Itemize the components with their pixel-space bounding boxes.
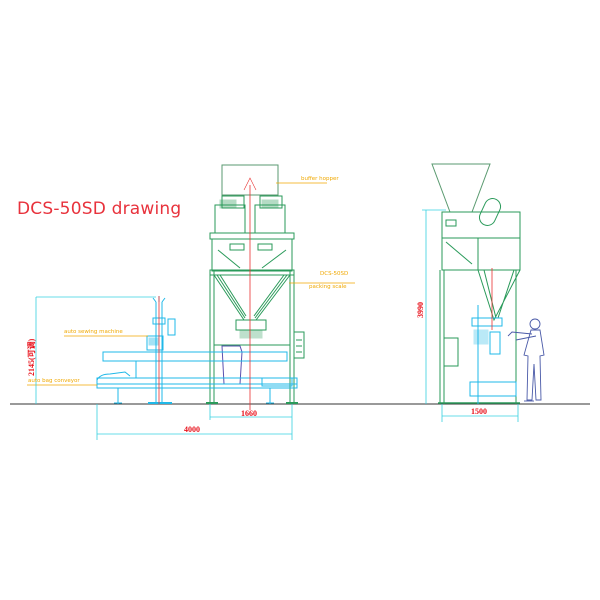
label-auto-sewing-machine: auto sewing machine — [64, 329, 123, 335]
drawing-title: DCS-50SD drawing — [17, 199, 182, 219]
operator-figure — [507, 318, 545, 402]
side-dimensions — [422, 209, 519, 422]
front-dimensions — [35, 296, 293, 440]
dimension-overall-length: 4000 — [184, 425, 200, 434]
dimension-side-height: 3990 — [416, 302, 425, 318]
label-packing-scale: packing scale — [309, 284, 347, 290]
dimension-side-width: 1500 — [471, 407, 487, 416]
dimension-sewing-height: 2145(可调) — [27, 338, 36, 376]
dimension-scale-width: 1660 — [241, 409, 257, 418]
front-view-packing-scale — [206, 164, 305, 404]
side-view-bagging — [469, 305, 517, 404]
label-auto-bag-conveyor: auto bag conveyor — [28, 378, 80, 384]
front-view-conveyor — [96, 296, 298, 404]
side-view-machine — [431, 163, 521, 404]
label-buffer-hopper: buffer hopper — [301, 176, 339, 182]
label-packing-scale-model: DCS-50SD — [320, 271, 349, 277]
